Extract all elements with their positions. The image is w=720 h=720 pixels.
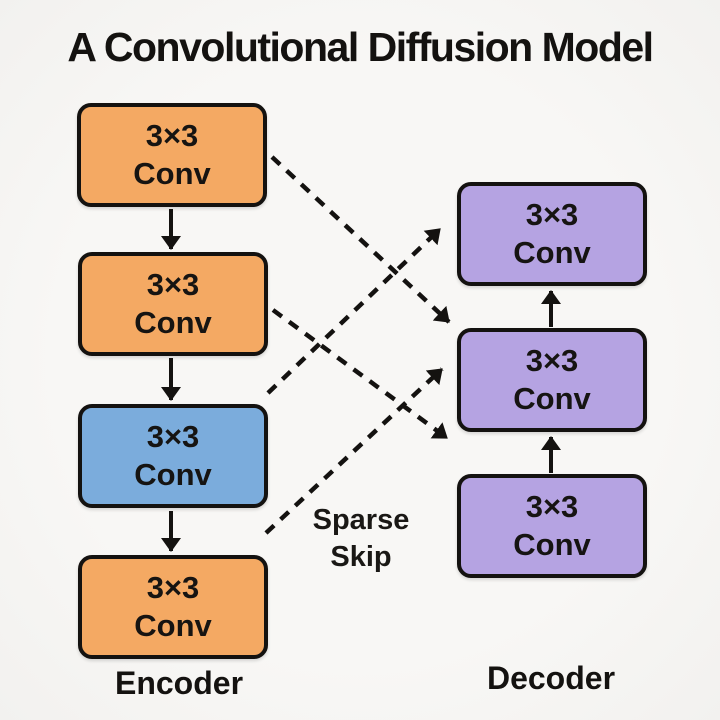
sparse-skip-label-line2: Skip <box>330 541 392 573</box>
conv-kernel-label: 3×3 <box>525 489 579 524</box>
conv-kernel-label: 3×3 <box>146 267 200 302</box>
conv-type-label: Conv <box>513 381 591 416</box>
encoder-conv-block-2: 3×3 Conv <box>78 252 268 356</box>
encoder-conv-block-3-bottleneck: 3×3 Conv <box>78 404 268 508</box>
skip-arrow-skip-encoder-conv-2-to-decoder-conv-3 <box>271 308 449 440</box>
conv-type-label: Conv <box>513 235 591 270</box>
decoder-column-label: Decoder <box>486 660 616 696</box>
conv-kernel-label: 3×3 <box>525 343 579 378</box>
conv-kernel-label: 3×3 <box>145 118 199 153</box>
encoder-column-label: Encoder <box>114 665 244 701</box>
skip-arrow-skip-encoder-conv-1-to-decoder-conv-2 <box>270 155 451 324</box>
conv-type-label: Conv <box>513 527 591 562</box>
sparse-skip-label-line1: Sparse <box>312 504 410 536</box>
encoder-conv-block-4: 3×3 Conv <box>78 555 268 659</box>
decoder-conv-block-1: 3×3 Conv <box>457 182 647 286</box>
conv-type-label: Conv <box>133 156 211 191</box>
conv-type-label: Conv <box>134 305 212 340</box>
conv-type-label: Conv <box>134 608 212 643</box>
encoder-conv-block-1: 3×3 Conv <box>77 103 267 207</box>
decoder-conv-block-2: 3×3 Conv <box>457 328 647 432</box>
conv-kernel-label: 3×3 <box>146 419 200 454</box>
conv-kernel-label: 3×3 <box>525 197 579 232</box>
page-title: A Convolutional Diffusion Model <box>67 24 654 70</box>
skip-arrow-skip-bottleneck-to-decoder-conv-1 <box>266 227 442 395</box>
conv-kernel-label: 3×3 <box>146 570 200 605</box>
decoder-conv-block-3: 3×3 Conv <box>457 474 647 578</box>
conv-type-label: Conv <box>134 457 212 492</box>
sparse-skip-label: Sparse Skip <box>261 502 461 576</box>
